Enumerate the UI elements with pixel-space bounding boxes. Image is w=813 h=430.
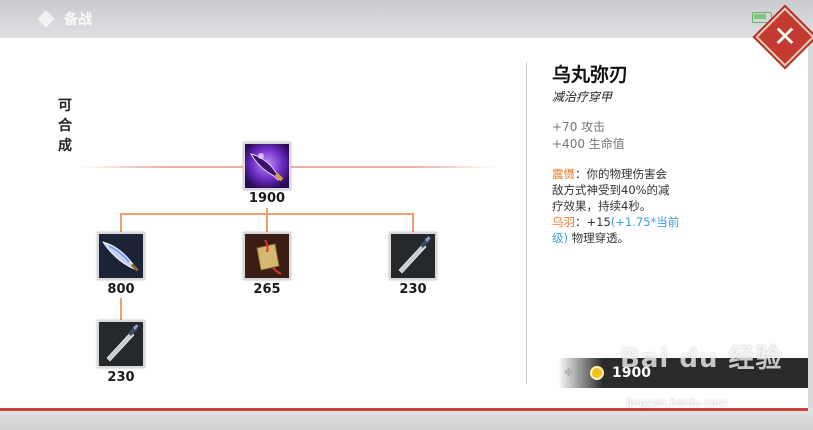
item-stat-health: +400 生命值	[552, 137, 625, 151]
child-item-slot-2[interactable]	[243, 232, 291, 280]
root-item-slot[interactable]	[243, 142, 291, 190]
passive-description-2: 乌羽：+15(+1.75*当前 级) 物理穿透。	[552, 215, 680, 245]
diamond-icon	[37, 10, 55, 28]
grandchild-item-price: 230	[107, 370, 135, 385]
battery-icon	[752, 12, 772, 23]
background-bottom	[0, 408, 813, 430]
passive-description-1: 震慑：你的物理伤害会 敌方式神受到40%的减 疗效果，持续4秒。	[552, 167, 670, 213]
tree-connector	[120, 298, 122, 320]
close-icon: ✕	[773, 20, 797, 53]
tree-connector	[412, 213, 414, 232]
child-item-price-3: 230	[399, 282, 427, 297]
item-stat-attack: +70 攻击	[552, 120, 606, 134]
dagger-icon	[99, 322, 143, 366]
purple-blade-icon	[245, 144, 289, 188]
item-tags: 减治疗穿甲	[552, 90, 613, 104]
tree-connector	[266, 208, 268, 214]
child-item-slot-3[interactable]	[389, 232, 437, 280]
watermark-url: jingyan.baidu.com	[626, 396, 728, 409]
vertical-divider	[526, 62, 527, 384]
child-item-price-2: 265	[253, 282, 281, 297]
dagger-icon	[391, 234, 435, 278]
passive-name-1: 震慑	[552, 167, 575, 181]
root-item-price: 1900	[248, 191, 286, 206]
page-header: 备战	[37, 8, 92, 30]
item-detail-panel: 可合成 1900 8	[0, 38, 808, 411]
child-item-slot-1[interactable]	[97, 232, 145, 280]
passive-name-2: 乌羽	[552, 215, 575, 229]
child-item-price-1: 800	[107, 282, 135, 297]
tree-connector	[266, 213, 268, 232]
craftable-label: 可合成	[58, 98, 72, 154]
grandchild-item-slot[interactable]	[97, 320, 145, 368]
amulet-icon	[245, 234, 289, 278]
coin-icon	[590, 366, 604, 380]
curved-blade-icon	[99, 234, 143, 278]
background-top	[0, 0, 813, 38]
item-name: 乌丸弥刃	[552, 64, 629, 86]
tree-connector	[120, 213, 122, 232]
page-title: 备战	[64, 12, 92, 28]
move-icon: ✥	[564, 366, 574, 379]
item-cost: 1900	[612, 365, 651, 381]
buy-button[interactable]: ✥ 1900	[558, 358, 808, 388]
watermark-logo: Bai du 经验	[620, 344, 783, 374]
